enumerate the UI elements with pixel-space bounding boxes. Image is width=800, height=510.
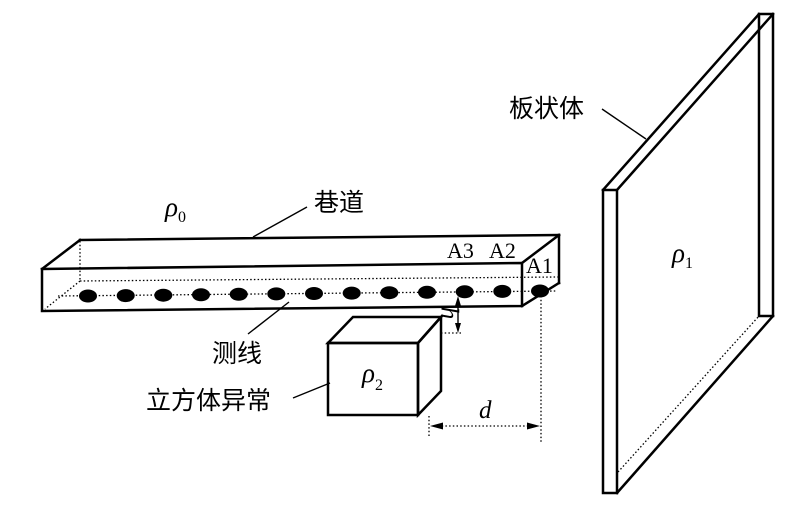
- survey-point: [116, 289, 135, 303]
- d-label: d: [479, 397, 492, 424]
- tunnel-hidden-back-bottom-edge: [79, 276, 559, 282]
- tunnel-leader-line: [252, 206, 308, 238]
- survey-point: [418, 285, 436, 299]
- rho2-label: ρ2: [361, 358, 383, 394]
- plate-body: [601, 12, 775, 495]
- plate-left-edge-face: [601, 188, 619, 495]
- rho0-label: ρ0: [164, 192, 186, 226]
- point-label-a2: A2: [489, 238, 516, 263]
- cube-leader-line: [292, 382, 331, 399]
- cube-front-face: [326, 341, 420, 417]
- cube-top-face: [325, 315, 444, 345]
- tunnel-hidden-diagonal-edge: [44, 280, 81, 310]
- dimension-h: h: [435, 296, 463, 334]
- survey-point: [229, 287, 248, 301]
- cube-anomaly-label: 立方体异常: [146, 387, 271, 415]
- survey-point: [455, 285, 474, 299]
- d-arrowhead-right: [527, 422, 540, 430]
- rho2-subscript: 2: [375, 377, 383, 394]
- tunnel-top-right-edge: [520, 233, 561, 265]
- plate-leader-line: [601, 108, 647, 140]
- tunnel-label: 巷道: [314, 189, 364, 217]
- survey-point: [192, 288, 210, 302]
- rho0-symbol: ρ: [164, 192, 178, 222]
- h-arrowhead-bottom: [455, 323, 461, 333]
- plate-bottom-edge: [615, 314, 775, 495]
- rho0-subscript: 0: [178, 209, 186, 226]
- survey-point: [493, 284, 512, 298]
- cube-anomaly: [325, 313, 444, 419]
- survey-point: [79, 289, 97, 303]
- survey-point: [154, 288, 173, 302]
- h-label: h: [435, 307, 462, 320]
- survey-point: [342, 286, 361, 300]
- d-arrowhead-left: [430, 422, 443, 430]
- rho1-symbol: ρ: [671, 238, 685, 268]
- rho1-subscript: 1: [685, 255, 693, 272]
- h-arrowhead-top: [455, 296, 461, 306]
- point-label-a3: A3: [447, 238, 474, 263]
- survey-point: [531, 284, 549, 298]
- tunnel-front-face: [40, 261, 524, 313]
- survey-point: [267, 287, 286, 301]
- tunnel-top-back-edge: [78, 233, 561, 242]
- plate-hidden-bottom-edge: [617, 315, 760, 473]
- survey-line-label: 测线: [212, 340, 262, 368]
- survey-point: [380, 286, 399, 300]
- plate-top-outer-edge: [601, 12, 761, 192]
- cube-right-face: [416, 313, 443, 419]
- dimension-d: d: [428, 296, 542, 443]
- rho2-symbol: ρ: [361, 358, 375, 388]
- plate-body-label: 板状体: [509, 95, 584, 123]
- rho1-label: ρ1: [671, 238, 693, 272]
- survey-point: [305, 287, 323, 300]
- plate-top-inner-edge: [615, 12, 775, 192]
- survey-points: [79, 284, 549, 303]
- point-label-a1: A1: [526, 253, 553, 278]
- plate-right-edge-face: [757, 12, 775, 318]
- survey-line-leader-line: [247, 301, 290, 335]
- tunnel-top-left-edge: [40, 238, 82, 271]
